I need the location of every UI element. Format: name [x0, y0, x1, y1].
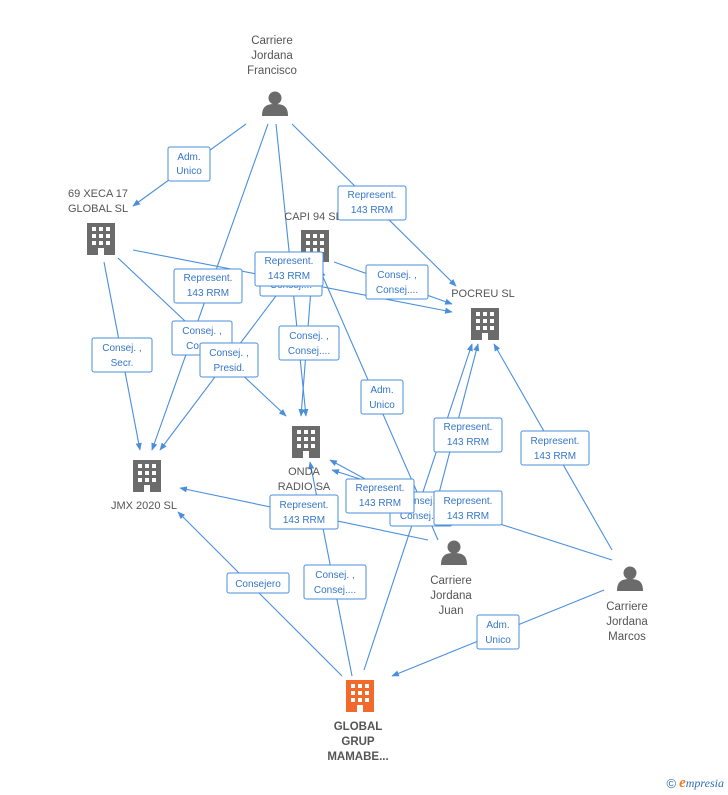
edge-label-text: Adm. [177, 152, 200, 163]
edge-label-represent[interactable]: Represent. 143 RRM [345, 478, 415, 514]
edge-label-adm-unico[interactable]: Adm. Unico [360, 379, 404, 415]
footer-brand: © empresia [667, 775, 725, 792]
node-label-line: 69 XECA 17 [68, 188, 128, 200]
building-icon [471, 308, 499, 340]
edge-label-represent[interactable]: Represent. 143 RRM [173, 268, 243, 304]
edge-label-text: Represent. [356, 483, 405, 494]
edge-label-text: Consej. , [209, 348, 248, 359]
edge-labels: Adm. Unico Represent. 143 RRM Represent.… [91, 146, 590, 650]
edge-label-text: Consej. , [289, 331, 328, 342]
edge-label-consej[interactable]: Consej. , Consej.... [278, 325, 340, 361]
edge-label-text: 143 RRM [534, 451, 576, 462]
edge-label-text: 143 RRM [187, 288, 229, 299]
node-label-line: Carriere [606, 601, 648, 613]
node-label-line: Marcos [608, 631, 646, 643]
person-icon [441, 540, 467, 565]
edge-label-text: 143 RRM [359, 498, 401, 509]
edge-label-text: Adm. [370, 385, 393, 396]
person-icon [262, 91, 288, 116]
edge-label-consejero[interactable]: Consejero [226, 572, 290, 594]
node-label-line: GLOBAL [334, 721, 383, 733]
edge-label-text: Unico [176, 166, 202, 177]
edge-label-text: Represent. [348, 190, 397, 201]
edge-label-text: Represent. [531, 436, 580, 447]
edge-label-represent[interactable]: Represent. 143 RRM [433, 490, 503, 526]
node-label-line: Francisco [247, 65, 297, 77]
edge-label-adm-unico[interactable]: Adm. Unico [476, 614, 520, 650]
node-label-line: GLOBAL SL [68, 203, 128, 215]
edge-label-text: Represent. [184, 273, 233, 284]
node-label-line: Jordana [251, 50, 293, 62]
node-label-line: POCREU SL [451, 288, 515, 300]
edge-label-text: Consej. , [182, 326, 221, 337]
edge-label-text: 143 RRM [283, 515, 325, 526]
edge-label-represent[interactable]: Represent. 143 RRM [337, 185, 407, 221]
building-icon [346, 680, 374, 712]
node-carriere-jordana-francisco[interactable]: Carriere Jordana Francisco [247, 35, 297, 116]
edge-label-text: Consej.... [376, 285, 418, 296]
node-capi-94[interactable]: CAPI 94 SL [284, 211, 342, 262]
edge-label-consej[interactable]: Consej. , Consej.... [303, 564, 367, 600]
edge-label-text: Unico [369, 400, 395, 411]
node-label-line: Juan [439, 605, 464, 617]
edge-label-represent[interactable]: Represent. 143 RRM [433, 417, 503, 453]
edge-label-text: 143 RRM [268, 271, 310, 282]
copyright-icon: © [666, 776, 677, 791]
node-label-line: Carriere [430, 575, 472, 587]
node-label-line: CAPI 94 SL [284, 211, 341, 223]
edge-label-text: Consejero [235, 579, 281, 590]
node-carriere-jordana-juan[interactable]: Carriere Jordana Juan [430, 540, 472, 618]
brand-logo[interactable]: empresia [679, 775, 724, 792]
node-label-line: ONDA [288, 466, 320, 478]
building-icon [292, 426, 320, 458]
node-label-line: RADIO SA [278, 481, 331, 493]
edge-label-adm-unico[interactable]: Adm. Unico [167, 146, 211, 182]
node-carriere-jordana-marcos[interactable]: Carriere Jordana Marcos [606, 566, 648, 644]
node-label-line: JMX 2020 SL [111, 500, 177, 512]
edge-label-text: 143 RRM [447, 437, 489, 448]
edge-label-text: Presid. [213, 363, 244, 374]
node-label-line: MAMABE... [327, 751, 388, 763]
building-icon [87, 223, 115, 255]
brand-logo-text: mpresia [685, 776, 724, 790]
edge-label-text: Represent. [444, 422, 493, 433]
edge-label-text: 143 RRM [447, 511, 489, 522]
edge-label-consej-presid[interactable]: Consej. , Presid. [199, 342, 259, 378]
brand-logo-initial: e [679, 775, 686, 791]
edge-label-represent[interactable]: Represent. 143 RRM [254, 251, 324, 287]
edge-label-text: Represent. [280, 500, 329, 511]
node-label-line: Jordana [430, 590, 472, 602]
node-global-grup-mamabe[interactable]: GLOBAL GRUP MAMABE... [327, 680, 389, 763]
node-onda-radio[interactable]: ONDA RADIO SA [278, 426, 331, 493]
edge-label-text: Represent. [444, 496, 493, 507]
edge-label-text: Consej.... [314, 585, 356, 596]
node-label-line: Carriere [251, 35, 293, 47]
person-icon [617, 566, 643, 591]
edge-label-text: Consej. , [102, 343, 141, 354]
edge-label-text: Adm. [486, 620, 509, 631]
node-jmx-2020[interactable]: JMX 2020 SL [111, 460, 177, 512]
edge-label-text: Unico [485, 635, 511, 646]
edge-label-consej[interactable]: Consej. , Consej.... [365, 264, 429, 300]
edge-label-text: Consej.... [288, 346, 330, 357]
node-label-line: GRUP [341, 736, 375, 748]
edge-label-text: Represent. [265, 256, 314, 267]
edge-label-text: Secr. [111, 358, 134, 369]
edge-label-text: 143 RRM [351, 205, 393, 216]
edge-label-represent[interactable]: Represent. 143 RRM [520, 430, 590, 466]
edge-label-text: Consej. , [315, 570, 354, 581]
edge-label-text: Consej. , [377, 270, 416, 281]
node-69-xeca-17-global[interactable]: 69 XECA 17 GLOBAL SL [68, 188, 128, 255]
edge-global-jmx [177, 511, 343, 677]
edge-label-represent[interactable]: Represent. 143 RRM [269, 494, 339, 530]
edge-label-consej-secr[interactable]: Consej. , Secr. [91, 337, 153, 373]
edge-label-text: Consej. , [401, 496, 440, 507]
building-icon [133, 460, 161, 492]
node-label-line: Jordana [606, 616, 648, 628]
node-pocreu[interactable]: POCREU SL [451, 288, 515, 340]
edge-label-text: Consej.... [400, 511, 442, 522]
